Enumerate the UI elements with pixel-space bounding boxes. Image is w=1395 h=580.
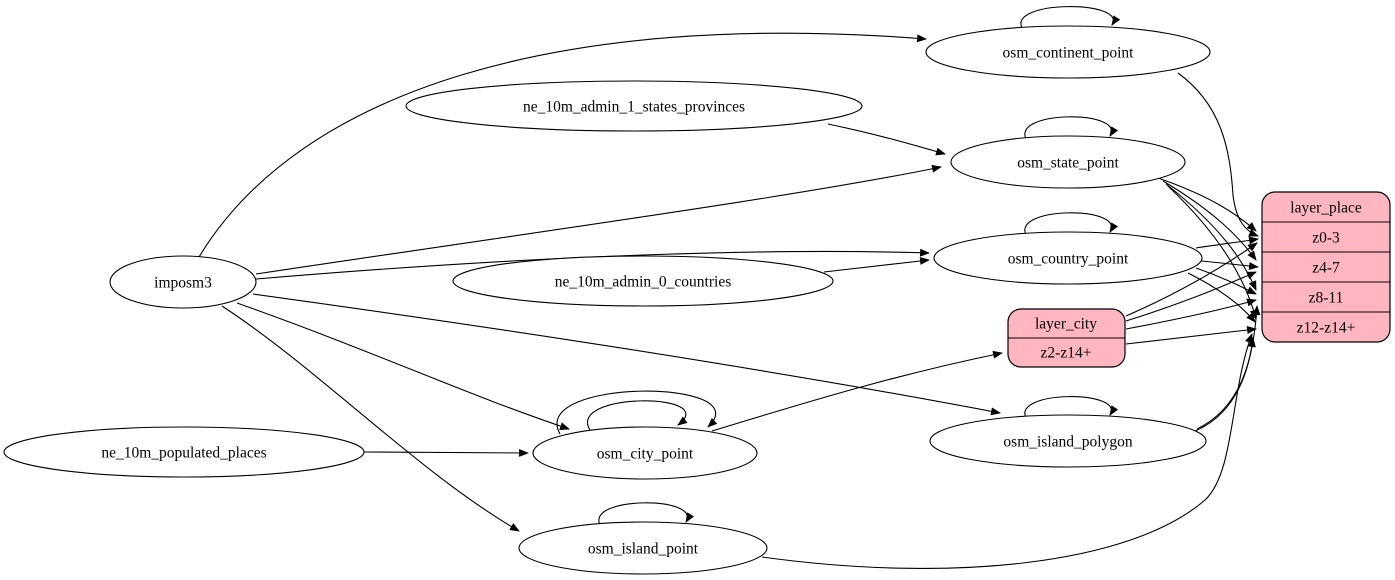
edge-ne_10m_populated_places-osm_city_point [363, 448, 529, 457]
edge-selfloop-osm_island_point [598, 502, 695, 526]
osm_city_point-ellipse [532, 426, 758, 480]
edge-selfloop-osm_state_point [1024, 116, 1119, 140]
edge-imposm3-osm_island_point [221, 305, 520, 532]
node-osm_country_point: osm_country_point [933, 231, 1203, 285]
edges [198, 6, 1261, 569]
edge-osm_country_point-layer_place-z12-z14 [1187, 272, 1256, 323]
edge-osm_state_point-layer_place-z4-7 [1162, 180, 1257, 261]
osm_continent_point-label: osm_continent_point [1003, 45, 1135, 62]
edge-selfloop-osm_country_point [1024, 212, 1119, 236]
node-osm_state_point: osm_state_point [950, 135, 1186, 189]
edge-osm_island_polygon-layer_place-z12-z14 [1189, 337, 1256, 434]
layer_city-row-z2-z14: z2-z14+ [1041, 345, 1092, 362]
layer_city-title: layer_city [1035, 316, 1097, 333]
edge-ne_10m_admin_0_countries-osm_country_point [823, 256, 930, 273]
layer_place-row-z0-3: z0-3 [1312, 230, 1340, 247]
layer_place-title: layer_place [1290, 200, 1362, 217]
layer_place-row-z12-z14: z12-z14+ [1297, 320, 1356, 337]
record-layer_place: layer_place z0-3 z4-7 z8-11 z12-z14+ [1261, 191, 1391, 343]
osm_country_point-label: osm_country_point [1008, 251, 1129, 268]
imposm3-ellipse [109, 255, 257, 309]
record-layer_city: layer_city z2-z14+ [1007, 308, 1126, 368]
ne_10m_populated_places-label: ne_10m_populated_places [101, 445, 266, 462]
edge-imposm3-osm_city_point [236, 302, 570, 430]
nodes: imposm3 ne_10m_admin_1_states_provinces … [3, 25, 1211, 575]
edge-selfloop-outer-osm_city_point [556, 390, 718, 435]
edge-osm_city_point-layer_city-z2-z14 [711, 350, 1003, 432]
node-osm_city_point: osm_city_point [532, 426, 758, 480]
layer_place-row-z8-11: z8-11 [1309, 290, 1344, 307]
edge-imposm3-osm_state_point [255, 164, 942, 275]
edge-layer_city-layer_place-z8-11 [1125, 298, 1257, 330]
osm_island_polygon-label: osm_island_polygon [1003, 434, 1132, 451]
osm_state_point-ellipse [950, 135, 1186, 189]
ne_10m_admin_0_countries-ellipse [452, 255, 834, 307]
node-osm_island_polygon: osm_island_polygon [929, 414, 1207, 468]
ne_10m_admin_0_countries-label: ne_10m_admin_0_countries [555, 274, 732, 291]
osm_continent_point-ellipse [925, 25, 1211, 79]
edge-selfloop-osm_island_polygon [1024, 396, 1119, 419]
edge-layer_city-layer_place-z0-3 [1125, 242, 1258, 317]
node-osm_continent_point: osm_continent_point [925, 25, 1211, 79]
layer_place-box [1261, 191, 1391, 343]
edge-selfloop-inner-osm_city_point [586, 400, 688, 431]
edge-osm_island_point-layer_place-z12-z14 [761, 333, 1253, 569]
ne_10m_admin_1_states_provinces-label: ne_10m_admin_1_states_provinces [523, 99, 745, 116]
edge-osm_state_point-layer_place-z0-3 [1157, 177, 1257, 232]
node-osm_island_point: osm_island_point [518, 521, 768, 575]
osm_island_polygon-ellipse [929, 414, 1207, 468]
ne_10m_populated_places-ellipse [3, 426, 365, 478]
layer_place-row-z4-7: z4-7 [1312, 260, 1340, 277]
osm_island_point-ellipse [518, 521, 768, 575]
edge-layer_city-layer_place-z12-z14 [1125, 326, 1257, 345]
edge-osm_country_point-layer_place-z8-11 [1195, 267, 1257, 295]
edge-osm_country_point-layer_place-z4-7 [1200, 260, 1259, 270]
edge-imposm3-osm_country_point [255, 248, 930, 280]
node-ne_10m_admin_0_countries: ne_10m_admin_0_countries [452, 255, 834, 307]
edge-imposm3-osm_continent_point [198, 32, 927, 258]
node-ne_10m_admin_1_states_provinces: ne_10m_admin_1_states_provinces [405, 80, 863, 132]
edge-osm_country_point-layer_place-z0-3 [1195, 236, 1259, 249]
ne_10m_admin_1_states_provinces-ellipse [405, 80, 863, 132]
edge-layer_city-layer_place-z4-7 [1125, 271, 1257, 322]
node-ne_10m_populated_places: ne_10m_populated_places [3, 426, 365, 478]
imposm3-label: imposm3 [154, 275, 212, 292]
edge-imposm3-osm_island_polygon [252, 293, 1001, 416]
osm_city_point-label: osm_city_point [597, 446, 694, 463]
osm_island_point-label: osm_island_point [588, 541, 699, 558]
edge-selfloop-osm_continent_point [1020, 6, 1121, 29]
edge-osm_island_polygon-layer_place-z8-11 [1196, 305, 1261, 430]
osm_country_point-ellipse [933, 231, 1203, 285]
edge-osm_continent_point-layer_place-z0-3 [1177, 72, 1259, 237]
edge-ne_10m_admin_1_states_provinces-osm_state_point [827, 123, 946, 156]
node-imposm3: imposm3 [109, 255, 257, 309]
osm_state_point-label: osm_state_point [1017, 155, 1119, 172]
